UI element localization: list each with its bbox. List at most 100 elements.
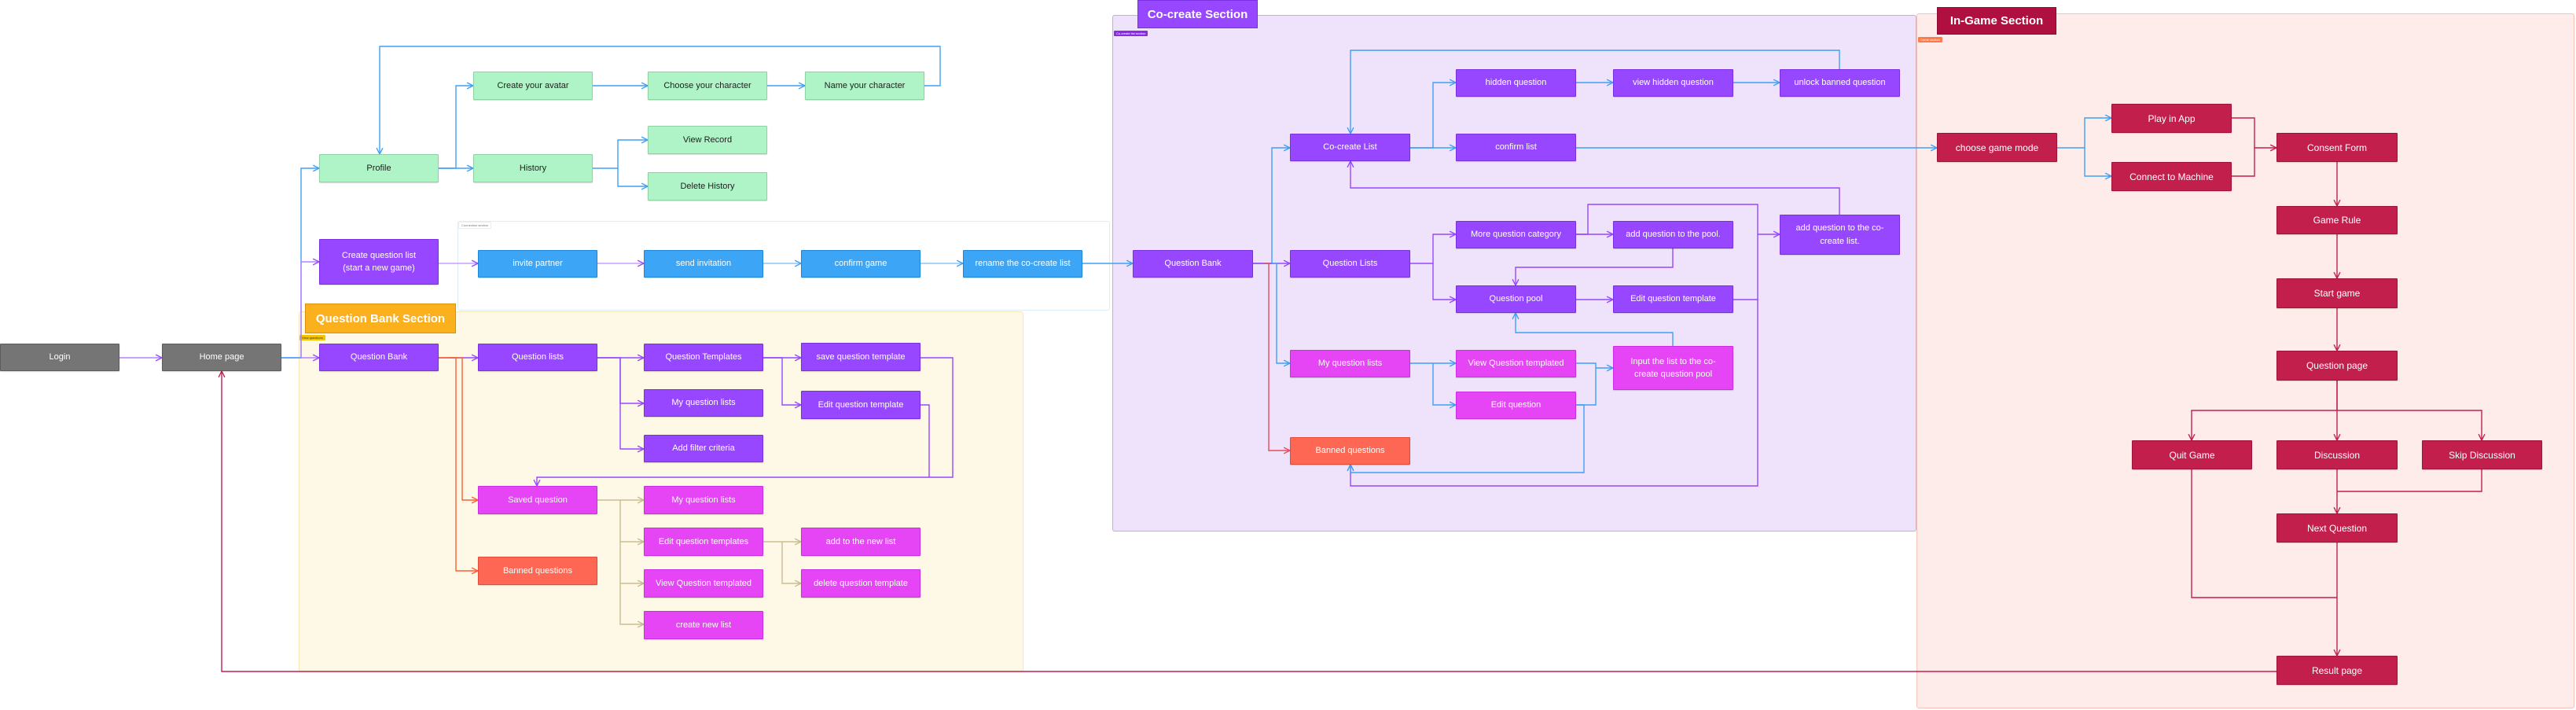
node-question-templates[interactable]: Question Templates [644, 344, 763, 371]
node-unlock-banned-question[interactable]: unlock banned question [1780, 69, 1900, 97]
node-login[interactable]: Login [0, 344, 119, 371]
node-result-page[interactable]: Result page [2277, 656, 2398, 685]
node-cc-question-lists[interactable]: Question Lists [1290, 250, 1410, 278]
node-quit-game[interactable]: Quit Game [2132, 440, 2252, 469]
connector-edit-banned [1350, 300, 1758, 487]
node-add-question-to-pool[interactable]: add question to the pool. [1613, 221, 1733, 248]
node-history[interactable]: History [473, 154, 593, 182]
node-cc-my-question-lists[interactable]: My question lists [1290, 350, 1410, 377]
connector-ccbank-list [1253, 148, 1290, 264]
node-create-question-list[interactable]: Create question list (start a new game) [319, 239, 439, 285]
connector-skip-next [2337, 469, 2482, 492]
connection-section-tag: Connection section [458, 222, 492, 229]
node-play-in-app[interactable]: Play in App [2111, 104, 2232, 133]
connector-mylists-editq [1432, 363, 1456, 405]
connector-qb-banned [448, 357, 478, 571]
node-cc-edit-question-template[interactable]: Edit question template [1613, 285, 1733, 313]
question-bank-section-tag: View questions [299, 335, 325, 340]
connector-view-input [1576, 362, 1613, 368]
connector-mode-connect [2084, 148, 2111, 176]
question-bank-section-title: Question Bank Section [305, 303, 456, 333]
node-send-invitation[interactable]: send invitation [644, 250, 763, 278]
node-cc-question-bank[interactable]: Question Bank [1133, 250, 1253, 278]
node-saved-question[interactable]: Saved question [478, 486, 597, 514]
in-game-section-title: In-Game Section [1937, 7, 2056, 35]
node-co-create-list[interactable]: Co-create List [1290, 134, 1410, 161]
node-create-new-list[interactable]: create new list [644, 611, 763, 639]
node-add-question-to-co-create-list[interactable]: add question to the co-create list. [1780, 215, 1900, 255]
in-game-section-frame [1916, 13, 2574, 708]
node-my-question-lists[interactable]: My question lists [644, 389, 763, 417]
node-next-question[interactable]: Next Question [2277, 513, 2398, 543]
co-create-section-title: Co-create Section [1137, 0, 1258, 28]
co-create-section-tag: Co-create list section [1114, 31, 1148, 36]
connector-profile-avatar [439, 86, 473, 169]
connector-saved-edit-templates [619, 500, 644, 542]
node-saved-my-question-lists[interactable]: My question lists [644, 486, 763, 514]
connector-more-addcocreate [1576, 204, 1780, 234]
node-game-rule[interactable]: Game Rule [2277, 206, 2398, 234]
node-question-lists[interactable]: Question lists [478, 344, 597, 371]
node-choose-character[interactable]: Choose your character [648, 72, 767, 100]
node-delete-history[interactable]: Delete History [648, 172, 767, 200]
connector-editq-input [1576, 368, 1597, 406]
node-hidden-question[interactable]: hidden question [1456, 69, 1576, 97]
node-delete-question-template[interactable]: delete question template [801, 569, 921, 598]
node-question-pool[interactable]: Question pool [1456, 285, 1576, 313]
node-confirm-game[interactable]: confirm game [801, 250, 921, 278]
connector-mode-play [2057, 118, 2111, 149]
node-more-question-category[interactable]: More question category [1456, 221, 1576, 248]
node-view-hidden-question[interactable]: view hidden question [1613, 69, 1733, 97]
in-game-section-tag: Game section [1918, 37, 1942, 42]
node-question-bank[interactable]: Question Bank [319, 344, 439, 371]
connector-result-home [222, 371, 2277, 672]
connector-home-profile [281, 168, 319, 359]
node-save-question-template[interactable]: save question template [801, 343, 921, 371]
node-consent-form[interactable]: Consent Form [2277, 133, 2398, 162]
connector-connect-consent [2232, 148, 2255, 177]
node-start-game[interactable]: Start game [2277, 278, 2398, 308]
connector-input-pool [1516, 313, 1674, 346]
connector-addpool-pool [1516, 248, 1674, 285]
node-edit-question-templates[interactable]: Edit question templates [644, 528, 763, 556]
node-input-list-to-pool[interactable]: Input the list to the co-create question… [1613, 346, 1733, 390]
node-home-page[interactable]: Home page [162, 344, 281, 371]
node-banned-questions[interactable]: Banned questions [478, 557, 597, 585]
node-connect-to-machine[interactable]: Connect to Machine [2111, 162, 2232, 191]
node-rename-co-create-list[interactable]: rename the co-create list [963, 250, 1082, 278]
connector-addcocreate-list [1350, 161, 1840, 215]
connector-quit-result [2191, 469, 2337, 598]
node-skip-discussion[interactable]: Skip Discussion [2422, 440, 2542, 469]
node-cc-banned-questions[interactable]: Banned questions [1290, 437, 1410, 465]
connector-ccbank-mylists [1272, 263, 1290, 363]
connector-templates-edit [763, 357, 801, 405]
connector-history-view [593, 140, 648, 169]
node-edit-question[interactable]: Edit question [1456, 392, 1576, 419]
node-confirm-list[interactable]: confirm list [1456, 134, 1576, 161]
node-choose-game-mode[interactable]: choose game mode [1937, 133, 2057, 162]
node-name-character[interactable]: Name your character [805, 72, 924, 100]
connector-qb-saved [439, 357, 478, 500]
node-profile[interactable]: Profile [319, 154, 439, 182]
connector-unlock-list [1350, 50, 1840, 134]
connector-qlists-pool [1432, 263, 1456, 300]
node-discussion[interactable]: Discussion [2277, 440, 2398, 469]
connector-history-delete [617, 168, 648, 186]
connector-editq-banned [1350, 404, 1585, 473]
node-add-filter-criteria[interactable]: Add filter criteria [644, 435, 763, 462]
connector-name-profile [380, 46, 941, 154]
connector-play-consent [2232, 117, 2277, 148]
node-view-record[interactable]: View Record [648, 126, 767, 154]
connector-question-skip [2337, 410, 2482, 440]
node-view-question-templated[interactable]: View Question templated [644, 569, 763, 598]
connector-save-saved [537, 357, 954, 486]
node-create-avatar[interactable]: Create your avatar [473, 72, 593, 100]
node-invite-partner[interactable]: invite partner [478, 250, 597, 278]
node-question-page[interactable]: Question page [2277, 351, 2398, 381]
node-add-to-new-list[interactable]: add to the new list [801, 528, 921, 556]
node-edit-question-template[interactable]: Edit question template [801, 391, 921, 419]
connector-lists-filter [619, 358, 644, 449]
connector-ccbank-banned [1264, 263, 1290, 451]
node-cc-view-question-templated[interactable]: View Question templated [1456, 350, 1576, 377]
